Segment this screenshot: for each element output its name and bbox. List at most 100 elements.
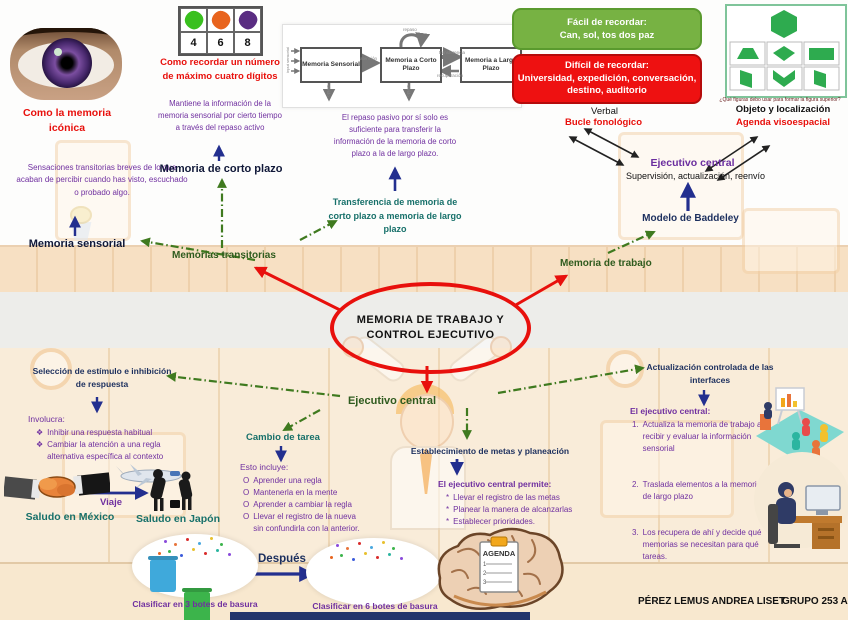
flow-attention-label: atención — [360, 56, 378, 61]
svg-text:3: 3 — [483, 580, 487, 586]
digits-title: Como recordar un número de máximo cuatro… — [160, 57, 280, 82]
trip-label: Viaje — [100, 497, 123, 508]
task-bullet-2: Mantenerla en la mente — [253, 488, 338, 497]
item-number: 3. — [632, 528, 639, 537]
asterisk-bullet-icon: * — [446, 517, 450, 526]
o-bullet-icon: O — [243, 512, 250, 521]
goals-bullets: *Llevar el registro de las metas *Planea… — [446, 492, 611, 528]
trash-confetti-2 — [330, 556, 333, 559]
phonological-loop-label: Bucle fonológico — [564, 117, 643, 128]
svg-text:2: 2 — [483, 571, 487, 577]
list-item: *Planear la manera de alcanzarlas — [446, 504, 611, 516]
central-executive-label: Ejecutivo central — [650, 157, 735, 169]
selection-title: Selección de estímulo e inhibición de re… — [32, 366, 172, 389]
item-number: 2. — [632, 480, 639, 489]
update-items: 1.Actualiza la memoria de trabajo al rec… — [632, 419, 770, 563]
sensory-note: Sensaciones transitorias breves de lo qu… — [16, 163, 188, 197]
arrow-loop-central-2 — [568, 136, 625, 166]
easy-recall-box: Fácil de recordar: Can, sol, tos dos paz — [512, 8, 702, 50]
mexico-greeting-label: Saludo en México — [25, 511, 115, 523]
baseboard-strip — [230, 612, 530, 620]
shortterm-note: Mantiene la información de la memoria se… — [158, 99, 282, 133]
central-executive-branch-label: Ejecutivo central — [347, 395, 437, 407]
wall-clock-icon-2 — [606, 350, 644, 388]
group-label: GRUPO 253 A — [782, 596, 848, 607]
agenda-title: AGENDA — [483, 549, 516, 558]
o-bullet-icon: O — [243, 476, 250, 485]
flow-box-longterm: Memoria a Largo Plazo — [460, 47, 522, 83]
list-item: 2.Traslada elementos a la memoria de lar… — [632, 479, 770, 503]
trash-confetti — [158, 552, 161, 555]
transfer-label: Transferencia de memoria de corto plazo … — [328, 197, 462, 234]
task-switch-title: Cambio de tarea — [246, 432, 320, 443]
brain-illustration: AGENDA 123 — [437, 527, 564, 611]
update-item-3: Los recupera de ahí y decide qué memoria… — [642, 528, 762, 561]
task-switch-includes: Esto incluye: — [240, 462, 289, 472]
baddeley-model-label: Modelo de Baddeley — [642, 213, 739, 224]
eye-photo — [10, 28, 122, 100]
selection-bullets: ❖Inhibir una respuesta habitual ❖Cambiar… — [36, 427, 191, 463]
diamond-bullet-icon: ❖ — [36, 440, 44, 449]
working-memory-label: Memoria de trabajo — [560, 258, 652, 269]
passive-rehearsal-note: El repaso pasivo por sí solo es suficien… — [333, 113, 457, 159]
update-title: Actualización controlada de las interfac… — [646, 362, 774, 385]
digit-cell: 8 — [234, 32, 261, 54]
task-bullet-3: Aprender a cambiar la regla — [253, 500, 352, 509]
visuospatial-label: Agenda visoespacial — [736, 117, 830, 128]
flow-loss1-label: olvido — [326, 85, 331, 97]
verbal-label: Verbal — [591, 106, 618, 117]
item-number: 1. — [632, 420, 639, 429]
splat-cell — [180, 8, 207, 32]
goals-intro: El ejecutivo central permite: — [438, 479, 552, 489]
bins6-caption: Clasificar en 6 botes de basura — [312, 601, 438, 611]
selection-involves: Involucra: — [28, 414, 65, 424]
list-item: ❖Cambiar la atención a una regla alterna… — [36, 439, 191, 463]
list-item: *Establecer prioridades. — [446, 516, 611, 528]
memory-flowchart: input sensorial Memoria Sensorial Memori… — [282, 24, 522, 108]
o-bullet-icon: O — [243, 488, 250, 497]
flow-transfer-label: transferencia — [439, 50, 466, 55]
selection-bullet-1: Inhibir una respuesta habitual — [47, 428, 153, 437]
cabinet-silhouette-2 — [600, 420, 734, 518]
splat-icon-purple — [236, 8, 259, 32]
digit-cell: 4 — [180, 32, 207, 54]
list-item: *Llevar el registro de las metas — [446, 492, 611, 504]
author-name: PÉREZ LEMUS ANDREA LISET — [638, 596, 786, 607]
list-item: ❖Inhibir una respuesta habitual — [36, 427, 191, 439]
digit-grid: 4 6 8 — [178, 6, 263, 56]
list-item: 1.Actualiza la memoria de trabajo al rec… — [632, 419, 770, 455]
digit-cell: 6 — [207, 32, 234, 54]
puzzle-question: ¿Qué figuras debo usar para formar la fi… — [719, 97, 841, 103]
flow-retrieval-label: recuperación — [437, 73, 464, 78]
shortterm-label: Memoria de corto plazo — [159, 163, 283, 175]
airplane-icon — [116, 464, 182, 488]
selection-bullet-2: Cambiar la atención a una regla alternat… — [47, 440, 164, 461]
central-topic-ellipse: MEMORIA DE TRABAJO Y CONTROL EJECUTIVO — [330, 282, 531, 374]
goals-title: Establecimiento de metas y planeación — [410, 446, 570, 456]
splat-cell — [234, 8, 261, 32]
asterisk-bullet-icon: * — [446, 493, 450, 502]
flowchart-arrows — [291, 32, 463, 102]
splat-cell — [207, 8, 234, 32]
task-bullet-4: Llevar el registro de la nueva sin confu… — [253, 512, 360, 533]
task-bullet-1: Aprender una regla — [253, 476, 322, 485]
japan-greeting-label: Saludo en Japón — [135, 513, 220, 525]
cart-silhouette — [742, 208, 840, 274]
asterisk-bullet-icon: * — [446, 505, 450, 514]
wall-clock-icon — [30, 348, 72, 390]
despues-label: Después — [258, 553, 306, 565]
bookshelf-silhouette — [55, 140, 131, 241]
easy-recall-items: Can, sol, tos dos paz — [559, 30, 655, 41]
computer-person-illustration — [754, 452, 848, 549]
hard-recall-items: Universidad, expedición, conversación, d… — [517, 72, 697, 97]
bins3-caption: Clasificar en 3 botes de basura — [132, 599, 258, 609]
sensory-label: Memoria sensorial — [28, 238, 126, 250]
hard-recall-box: Difícil de recordar: Universidad, expedi… — [512, 54, 702, 104]
o-bullet-icon: O — [243, 500, 250, 509]
flow-loss2-label: olvido — [406, 85, 411, 97]
object-location-label: Objeto y localización — [735, 104, 831, 115]
bins6-panel — [306, 538, 442, 606]
